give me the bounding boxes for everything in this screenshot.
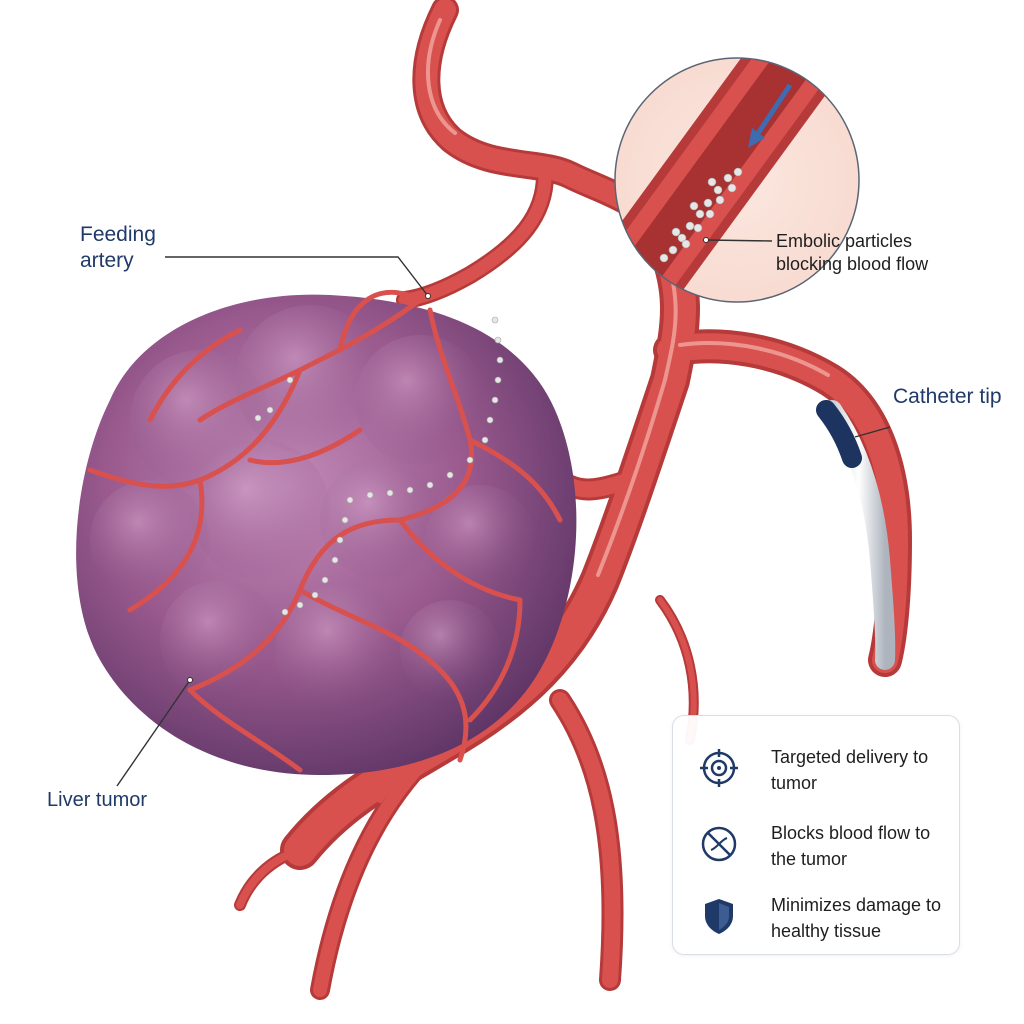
liver-tumor-illustration <box>76 289 577 775</box>
benefit-text: Blocks blood flow to the tumor <box>771 823 931 870</box>
feeding-artery-label: Feeding artery <box>80 223 156 273</box>
catheter-illustration <box>816 400 896 670</box>
embolic-particles-label: Embolic particles blocking blood flow <box>776 231 929 274</box>
no-flow-icon <box>701 826 737 862</box>
benefit-item-minimizes-damage: Minimizes damage to healthy tissue <box>673 884 959 944</box>
liver-tumor-label: Liver tumor <box>47 789 148 811</box>
target-icon <box>700 749 738 787</box>
benefit-text: Minimizes damage to healthy tissue <box>771 895 942 942</box>
benefit-text: Targeted delivery to tumor <box>771 747 929 794</box>
leader-lines <box>116 239 891 787</box>
benefit-item-targeted: Targeted delivery to tumor <box>673 736 959 796</box>
benefit-item-blocks-flow: Blocks blood flow to the tumor <box>673 812 959 872</box>
shield-icon <box>705 899 733 934</box>
benefits-panel: Targeted delivery to tumor Blocks blood … <box>672 715 960 955</box>
magnified-inset <box>614 57 860 303</box>
catheter-tip-label: Catheter tip <box>893 385 1002 408</box>
